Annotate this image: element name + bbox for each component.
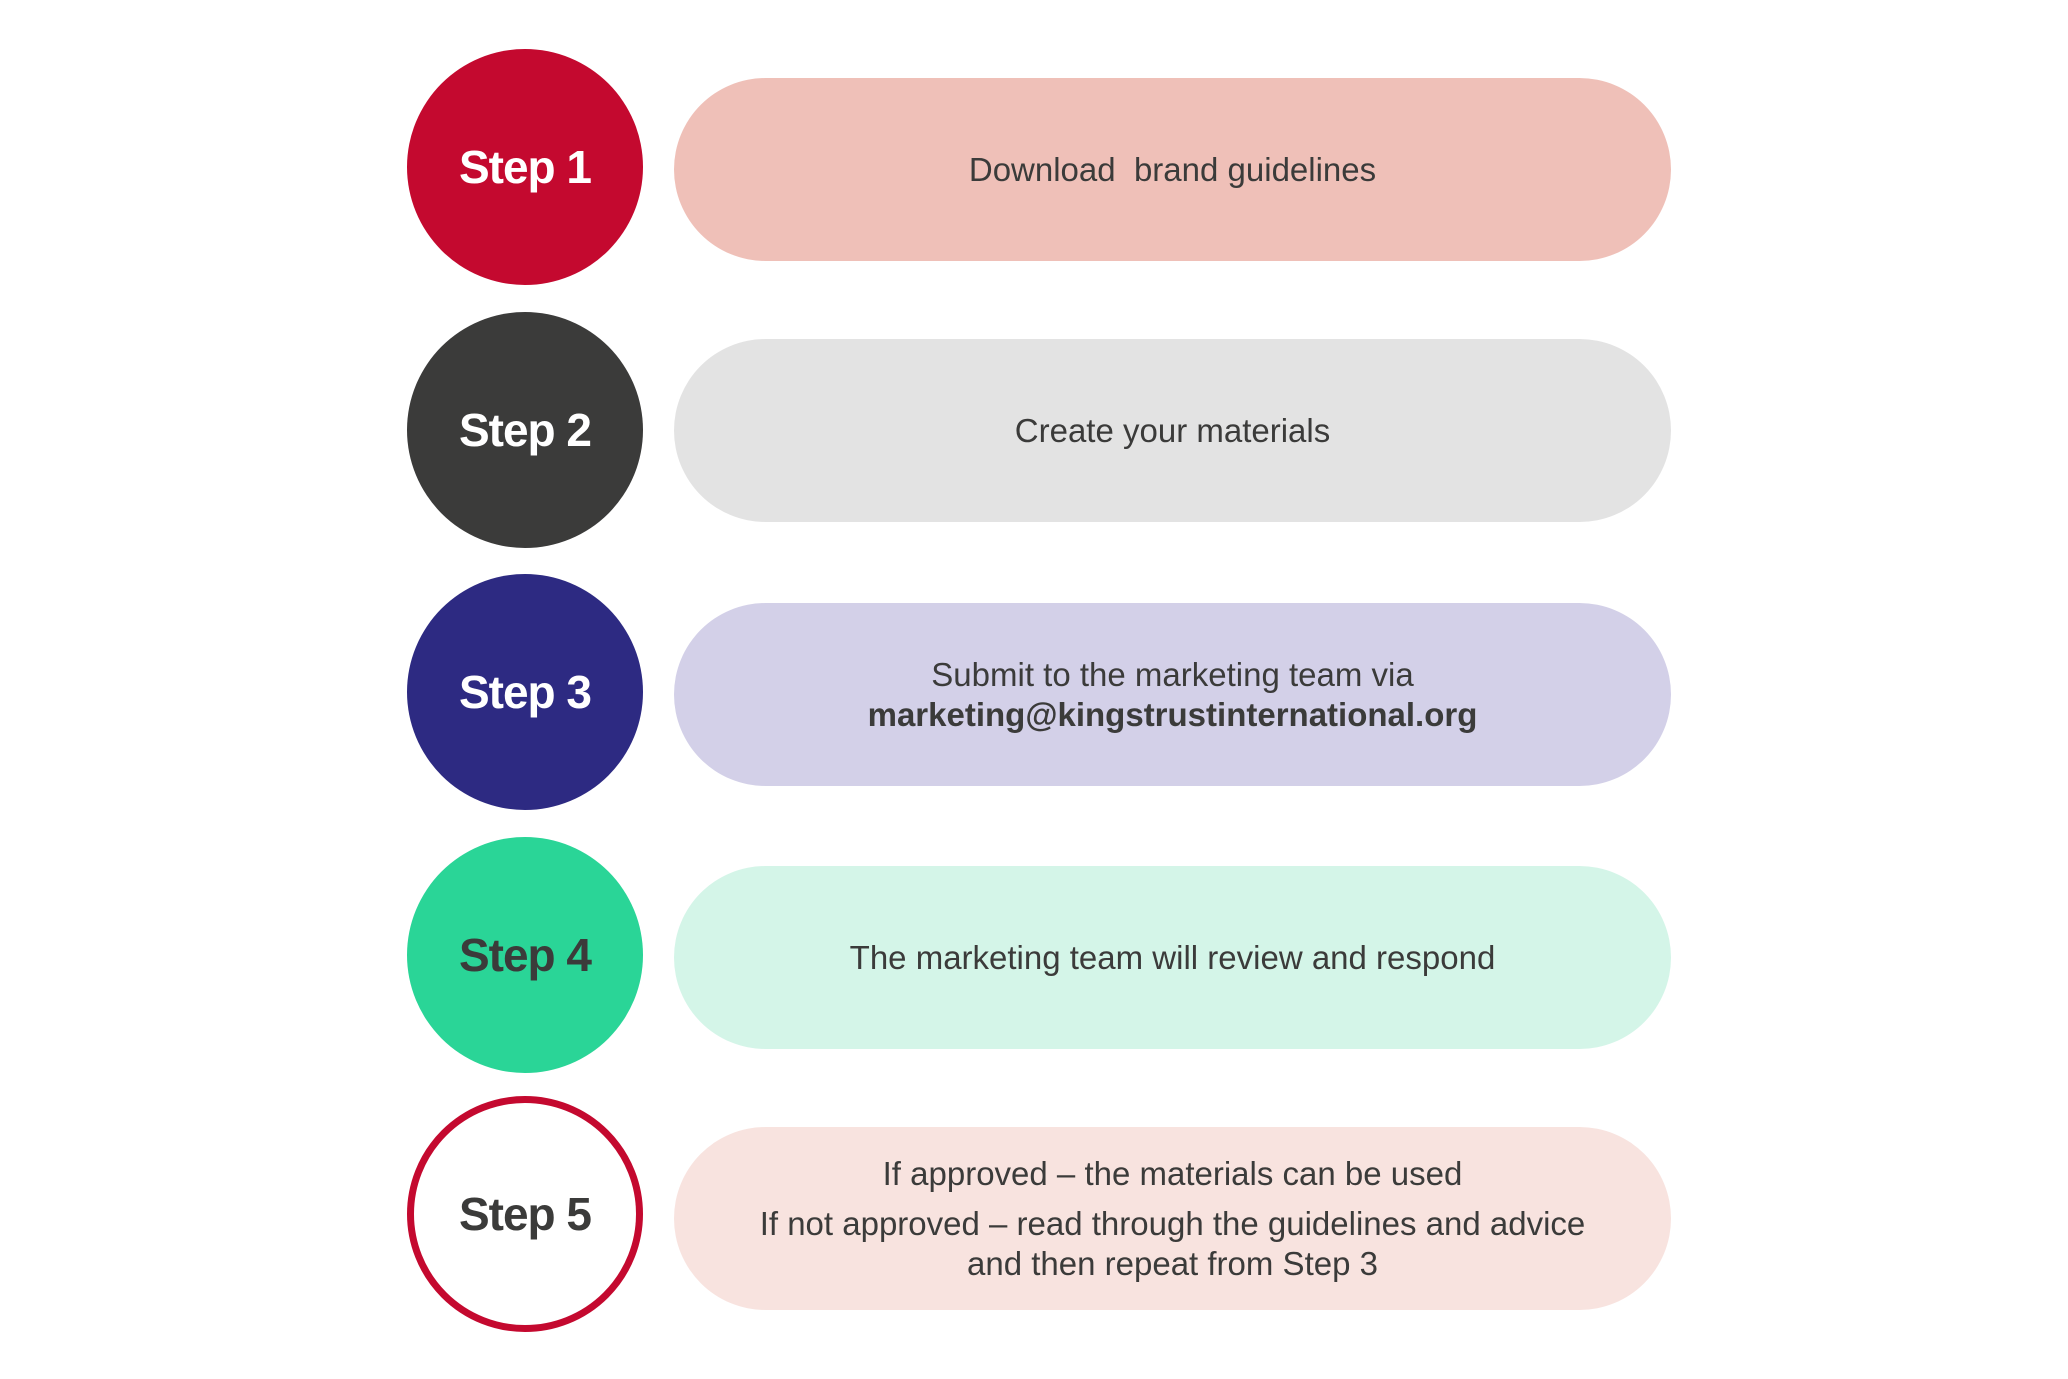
step-5-repeat-text: and then repeat from Step 3 [967,1244,1378,1282]
step-2-label: Step 2 [458,404,592,456]
step-3-box: Submit to the marketing team via marketi… [674,603,1671,786]
step-5-circle: Step 5 [407,1096,643,1332]
step-1-text: Download brand guidelines [968,150,1377,188]
step-5-not-approved-text: If not approved – read through the guide… [759,1204,1586,1242]
step-3-text: Submit to the marketing team via [931,655,1414,693]
step-1-box: Download brand guidelines [674,78,1671,261]
step-2-circle: Step 2 [407,312,643,548]
step-1-circle: Step 1 [407,49,643,285]
step-4-circle: Step 4 [407,837,643,1073]
step-2-text: Create your materials [1014,411,1331,449]
step-2-box: Create your materials [674,339,1671,522]
marketing-email-link[interactable]: marketing@kingstrustinternational.org [867,695,1478,733]
step-3-circle: Step 3 [407,574,643,810]
step-5-box: If approved – the materials can be used … [674,1127,1671,1310]
step-3-label: Step 3 [458,666,592,718]
step-4-label: Step 4 [458,929,592,981]
step-5-label: Step 5 [458,1188,592,1240]
step-5-approved-text: If approved – the materials can be used [882,1154,1463,1192]
step-4-text: The marketing team will review and respo… [849,938,1496,976]
step-1-label: Step 1 [458,141,592,193]
step-4-box: The marketing team will review and respo… [674,866,1671,1049]
